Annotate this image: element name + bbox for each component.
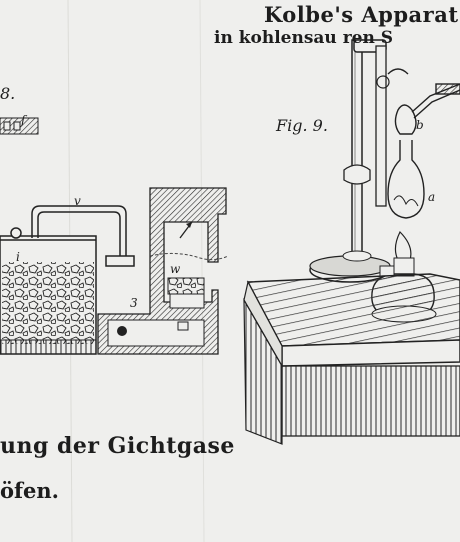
table	[243, 273, 460, 445]
plate-title-line1: Kolbe's Apparat	[264, 2, 459, 27]
pipe-v	[31, 205, 135, 267]
label-v: v	[74, 194, 81, 208]
plate-title-line2: in kohlensau ren S	[214, 28, 394, 48]
caption-line2: öfen.	[0, 478, 59, 503]
furnace-section	[97, 187, 229, 355]
label-w: w	[170, 262, 181, 276]
flask-a	[387, 68, 460, 219]
label-b: b	[416, 118, 424, 132]
figure-9-label: Fig. 9.	[276, 116, 328, 135]
gas-vessel	[0, 227, 97, 355]
figure-8-label: 8.	[0, 84, 16, 103]
label-f: f	[21, 113, 26, 127]
fig8-bracket	[0, 117, 39, 135]
label-a: a	[428, 190, 436, 204]
label-i: i	[16, 250, 20, 264]
caption-line1: ung der Gichtgase	[0, 433, 235, 459]
retort-stand	[309, 39, 391, 283]
label-3: 3	[130, 296, 138, 310]
